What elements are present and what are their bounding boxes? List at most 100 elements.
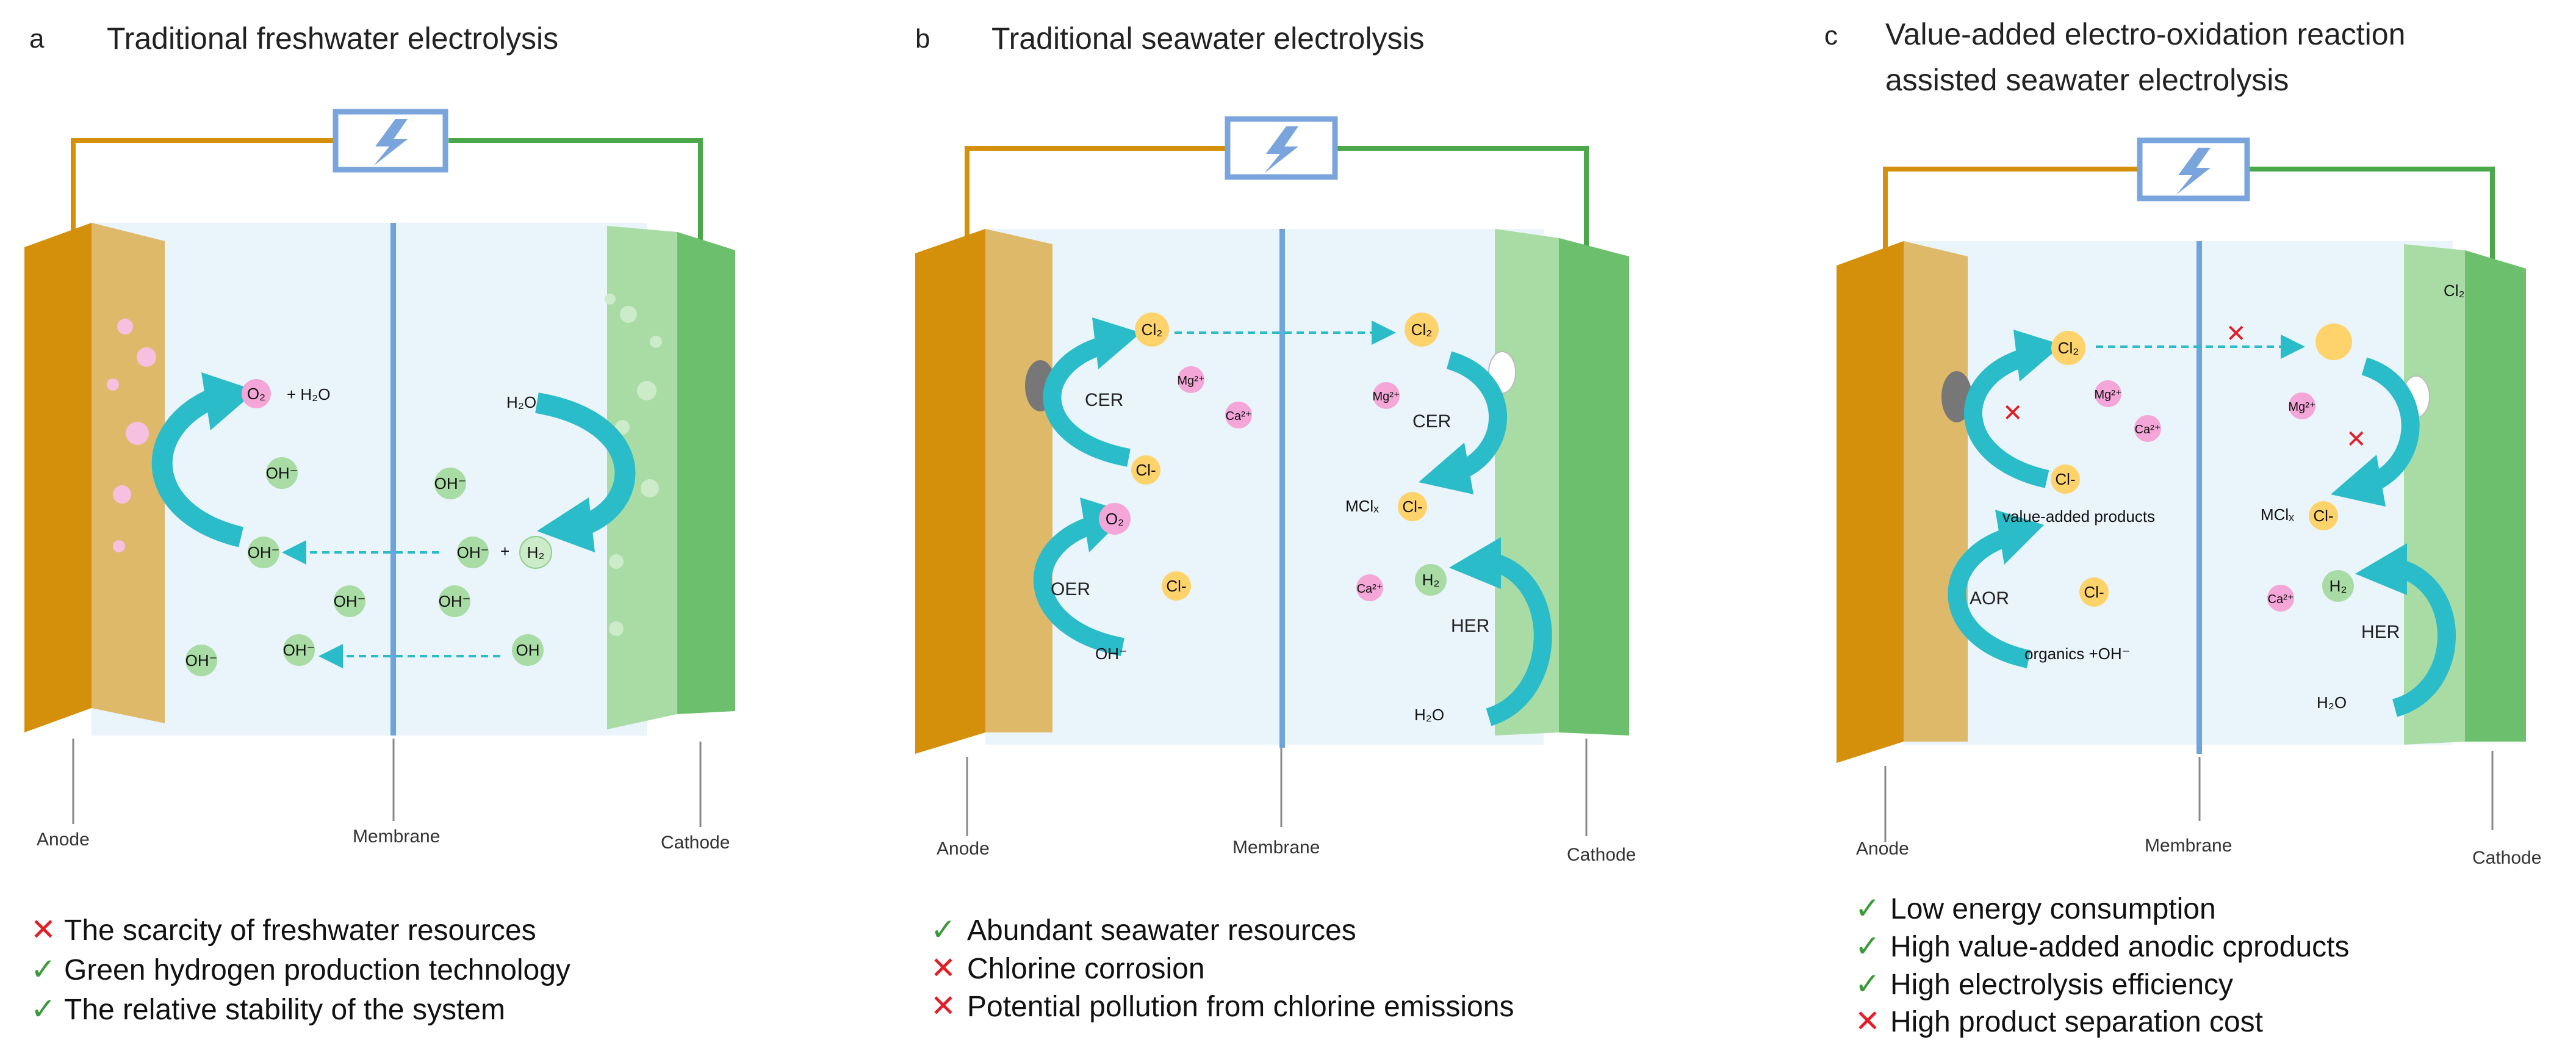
her-arrow <box>1485 552 1552 726</box>
membrane-label: Membrane <box>2145 836 2232 856</box>
reduction-arrow <box>535 392 636 538</box>
mg-ion-label: Mg²⁺ <box>1178 374 1205 388</box>
anode-label: Anode <box>937 839 990 859</box>
cer-cathode-arrow <box>2361 357 2420 494</box>
membrane-label: Membrane <box>353 826 440 847</box>
panel-b: b Traditional seawater electrolysis <box>915 21 1636 1023</box>
cer-cathode-arrow <box>1446 351 1507 482</box>
svg-text:OH⁻: OH⁻ <box>266 464 298 482</box>
cl2-bubble <box>2315 323 2352 360</box>
aor-arrow <box>1948 528 2031 668</box>
cross-icon: ✕ <box>930 989 956 1023</box>
o2-label: O₂ <box>247 385 265 403</box>
note-item: Chlorine corrosion <box>967 953 1205 985</box>
cer-arrow <box>1964 348 2049 488</box>
svg-text:OH: OH <box>516 641 540 659</box>
mclx-label: MClₓ <box>1345 497 1379 515</box>
cathode-wire <box>2248 167 2495 269</box>
cathode-label: Cathode <box>661 833 730 853</box>
cl2-label: Cl₂ <box>1411 320 1433 339</box>
h2-label: H₂ <box>2330 577 2347 595</box>
svg-text:OH⁻: OH⁻ <box>283 641 315 659</box>
cathode-label: Cathode <box>1567 845 1636 865</box>
oer-label: OER <box>1051 579 1090 599</box>
blocked-cross-icon: ✕ <box>2346 426 2367 453</box>
membrane <box>2196 241 2202 754</box>
organics-label: organics +OH⁻ <box>2024 645 2130 663</box>
check-icon: ✓ <box>31 992 56 1026</box>
panel-letter: a <box>29 24 45 54</box>
notes-list: ✓ Abundant seawater resources ✕ Chlorine… <box>930 913 1514 1023</box>
cer-label: CER <box>1412 411 1451 432</box>
value-added-label: value-added products <box>2002 507 2155 526</box>
membrane <box>1279 229 1285 748</box>
cathode-label: Cathode <box>2472 848 2541 868</box>
cl-ion-label: Cl- <box>2084 583 2104 601</box>
svg-text:OH⁻: OH⁻ <box>185 651 218 670</box>
cl2-label: Cl₂ <box>1142 320 1163 339</box>
check-icon: ✓ <box>1855 967 1880 1001</box>
h2-label: H₂ <box>1422 571 1440 589</box>
svg-text:OH⁻: OH⁻ <box>457 543 489 562</box>
aor-label: AOR <box>1970 588 2009 609</box>
power-supply-icon <box>2137 137 2250 201</box>
cl2-label: Cl₂ <box>2058 339 2079 357</box>
electrolyte <box>92 223 647 736</box>
ca-ion-label: Ca²⁺ <box>2135 423 2161 436</box>
o2-label: O₂ <box>1106 510 1124 528</box>
oxidation-arrow <box>151 387 244 548</box>
svg-text:OH⁻: OH⁻ <box>434 474 467 493</box>
cathode-electrode <box>1495 229 1629 736</box>
h2o-product-label: + H₂O <box>287 385 331 403</box>
cl2-cathode-label: Cl₂ <box>2444 281 2465 300</box>
note-item: High value-added anodic cproducts <box>1890 931 2349 963</box>
anode-electrode <box>1837 241 1968 763</box>
panel-a: a Traditional freshwater electrolysis <box>24 21 735 1026</box>
oh-label: OH⁻ <box>1095 645 1128 663</box>
cross-icon: ✕ <box>1855 1004 1880 1038</box>
panel-letter: c <box>1824 21 1838 51</box>
note-item: Green hydrogen production technology <box>64 954 570 986</box>
mg-ion-label: Mg²⁺ <box>1373 390 1400 403</box>
oh-ions: OH⁻ OH⁻ OH⁻ OH⁻ OH⁻ OH⁻ OH⁻ OH⁻ OH <box>185 457 544 676</box>
electrolyte <box>985 229 1544 745</box>
electrolyte <box>1904 241 2453 745</box>
anode-wire <box>965 146 1226 250</box>
oxygen-bubbles <box>107 319 156 552</box>
hydrogen-bubbles <box>605 294 662 636</box>
cathode-wire <box>1336 146 1589 256</box>
cathode-wire <box>448 138 703 244</box>
oer-arrow <box>1033 516 1124 656</box>
check-icon: ✓ <box>1855 929 1880 963</box>
anode-wire <box>71 138 334 235</box>
blocked-cross-icon: ✕ <box>2002 400 2023 427</box>
cer-label: CER <box>1085 390 1123 410</box>
anode-wire <box>1883 167 2139 269</box>
panel-c: c Value-added electro-oxidation reaction… <box>1824 17 2541 1038</box>
cl-ion-label: Cl- <box>1135 461 1156 479</box>
cl-ion-label: Cl- <box>1166 577 1186 595</box>
cathode-electrode <box>607 226 735 729</box>
her-label: HER <box>1451 616 1489 636</box>
notes-list: ✕ The scarcity of freshwater resources ✓… <box>31 913 570 1026</box>
note-item: High electrolysis efficiency <box>1890 969 2233 1001</box>
cathode-electrode <box>2404 244 2526 745</box>
mg-ion-label: Mg²⁺ <box>2095 388 2122 402</box>
her-label: HER <box>2361 622 2400 642</box>
blocked-cross-icon: ✕ <box>2226 320 2247 347</box>
cross-icon: ✕ <box>31 913 56 947</box>
plus-sign: + <box>500 542 509 560</box>
check-icon: ✓ <box>1855 891 1880 925</box>
ca-ion-label: Ca²⁺ <box>1226 410 1252 423</box>
note-item: The relative stability of the system <box>64 994 505 1026</box>
cl-ion-label: Cl- <box>2055 470 2075 488</box>
cross-icon: ✕ <box>930 951 956 985</box>
ca-ion-label: Ca²⁺ <box>1357 582 1383 596</box>
check-icon: ✓ <box>31 952 56 986</box>
note-item: Low energy consumption <box>1890 893 2216 925</box>
anode-electrode <box>24 223 165 732</box>
panel-title: assisted seawater electrolysis <box>1885 63 2289 97</box>
anode-label: Anode <box>37 829 90 850</box>
notes-list: ✓ Low energy consumption ✓ High value-ad… <box>1855 891 2349 1038</box>
